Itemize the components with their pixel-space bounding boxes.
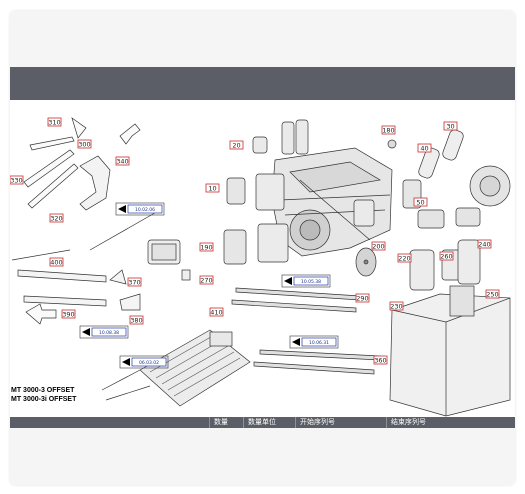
- column-divider: [386, 417, 387, 428]
- reference-links: 10.02.06 10.05.38 10.08.38 06.03.02 10.0…: [79, 202, 339, 369]
- reference-link[interactable]: 10.02.06: [115, 202, 165, 216]
- callout[interactable]: 240: [477, 239, 492, 249]
- svg-text:330: 330: [10, 177, 22, 185]
- callout[interactable]: 330: [10, 175, 24, 185]
- callout[interactable]: 50: [413, 197, 428, 207]
- parts-drawing[interactable]: 310 300 340 330 320 400 370 390 380 20 1…: [10, 100, 515, 417]
- svg-text:30: 30: [446, 123, 454, 131]
- svg-text:230: 230: [390, 303, 402, 311]
- callout[interactable]: 300: [77, 139, 92, 149]
- column-divider: [295, 417, 296, 428]
- callout[interactable]: 260: [439, 251, 454, 261]
- column-header-unit[interactable]: 数量单位: [248, 418, 276, 426]
- svg-text:390: 390: [62, 311, 74, 319]
- callout[interactable]: 200: [371, 241, 386, 251]
- svg-text:10.08.38: 10.08.38: [99, 330, 119, 336]
- callout[interactable]: 390: [61, 309, 76, 319]
- svg-text:20: 20: [232, 142, 240, 150]
- svg-text:220: 220: [398, 255, 410, 263]
- callout[interactable]: 20: [229, 140, 244, 150]
- svg-text:240: 240: [478, 241, 490, 249]
- callout[interactable]: 360: [373, 355, 388, 365]
- reference-link[interactable]: 10.08.38: [79, 325, 129, 339]
- toolbar: [10, 67, 515, 100]
- callout[interactable]: 370: [127, 277, 142, 287]
- svg-text:260: 260: [440, 253, 452, 261]
- svg-text:40: 40: [420, 145, 428, 153]
- svg-text:360: 360: [374, 357, 386, 365]
- reference-link[interactable]: 10.06.31: [289, 335, 339, 349]
- svg-text:300: 300: [78, 141, 90, 149]
- viewer-card: 310 300 340 330 320 400 370 390 380 20 1…: [10, 11, 515, 485]
- svg-text:200: 200: [372, 243, 384, 251]
- column-divider: [243, 417, 244, 428]
- callout[interactable]: 290: [355, 293, 370, 303]
- callout[interactable]: 230: [389, 301, 404, 311]
- column-divider: [209, 417, 210, 428]
- callout[interactable]: 40: [417, 143, 432, 153]
- callout[interactable]: 340: [115, 156, 130, 166]
- svg-text:180: 180: [382, 127, 394, 135]
- svg-text:320: 320: [50, 215, 62, 223]
- svg-text:10.05.38: 10.05.38: [301, 279, 321, 285]
- column-header-start-serial[interactable]: 开始序列号: [300, 418, 335, 426]
- callout[interactable]: 310: [47, 117, 62, 127]
- svg-text:310: 310: [48, 119, 60, 127]
- callout[interactable]: 180: [381, 125, 396, 135]
- svg-text:370: 370: [128, 279, 140, 287]
- callout[interactable]: 190: [199, 242, 214, 252]
- column-header-quantity[interactable]: 数量: [214, 418, 228, 426]
- svg-text:250: 250: [486, 291, 498, 299]
- exploded-view-svg: 310 300 340 330 320 400 370 390 380 20 1…: [10, 117, 511, 417]
- model-name: MT 3000-3 OFFSET: [11, 387, 75, 394]
- svg-text:290: 290: [356, 295, 368, 303]
- callout-labels: 310 300 340 330 320 400 370 390 380 20 1…: [10, 117, 500, 365]
- callout[interactable]: 320: [49, 213, 64, 223]
- svg-text:10.06.31: 10.06.31: [309, 340, 329, 346]
- callout[interactable]: 410: [209, 307, 224, 317]
- model-name: MT 3000-3i OFFSET: [11, 396, 77, 403]
- svg-text:10: 10: [208, 185, 216, 193]
- svg-text:410: 410: [210, 309, 222, 317]
- callout[interactable]: 250: [485, 289, 500, 299]
- svg-text:340: 340: [116, 158, 128, 166]
- callout[interactable]: 380: [129, 315, 144, 325]
- svg-text:10.02.06: 10.02.06: [135, 207, 155, 213]
- callout[interactable]: 10: [205, 183, 220, 193]
- callout[interactable]: 270: [199, 275, 214, 285]
- column-header-end-serial[interactable]: 结束序列号: [391, 418, 426, 426]
- parts-table-header: 数量 数量单位 开始序列号 结束序列号: [10, 417, 515, 428]
- callout[interactable]: 220: [397, 253, 412, 263]
- reference-link[interactable]: 10.05.38: [281, 274, 331, 288]
- svg-text:50: 50: [416, 199, 424, 207]
- svg-text:400: 400: [50, 259, 62, 267]
- callout[interactable]: 400: [49, 257, 64, 267]
- reference-link[interactable]: 06.03.02: [119, 355, 169, 369]
- callout[interactable]: 30: [443, 121, 458, 131]
- svg-text:270: 270: [200, 277, 212, 285]
- svg-text:380: 380: [130, 317, 142, 325]
- svg-text:06.03.02: 06.03.02: [139, 360, 159, 366]
- svg-text:190: 190: [200, 244, 212, 252]
